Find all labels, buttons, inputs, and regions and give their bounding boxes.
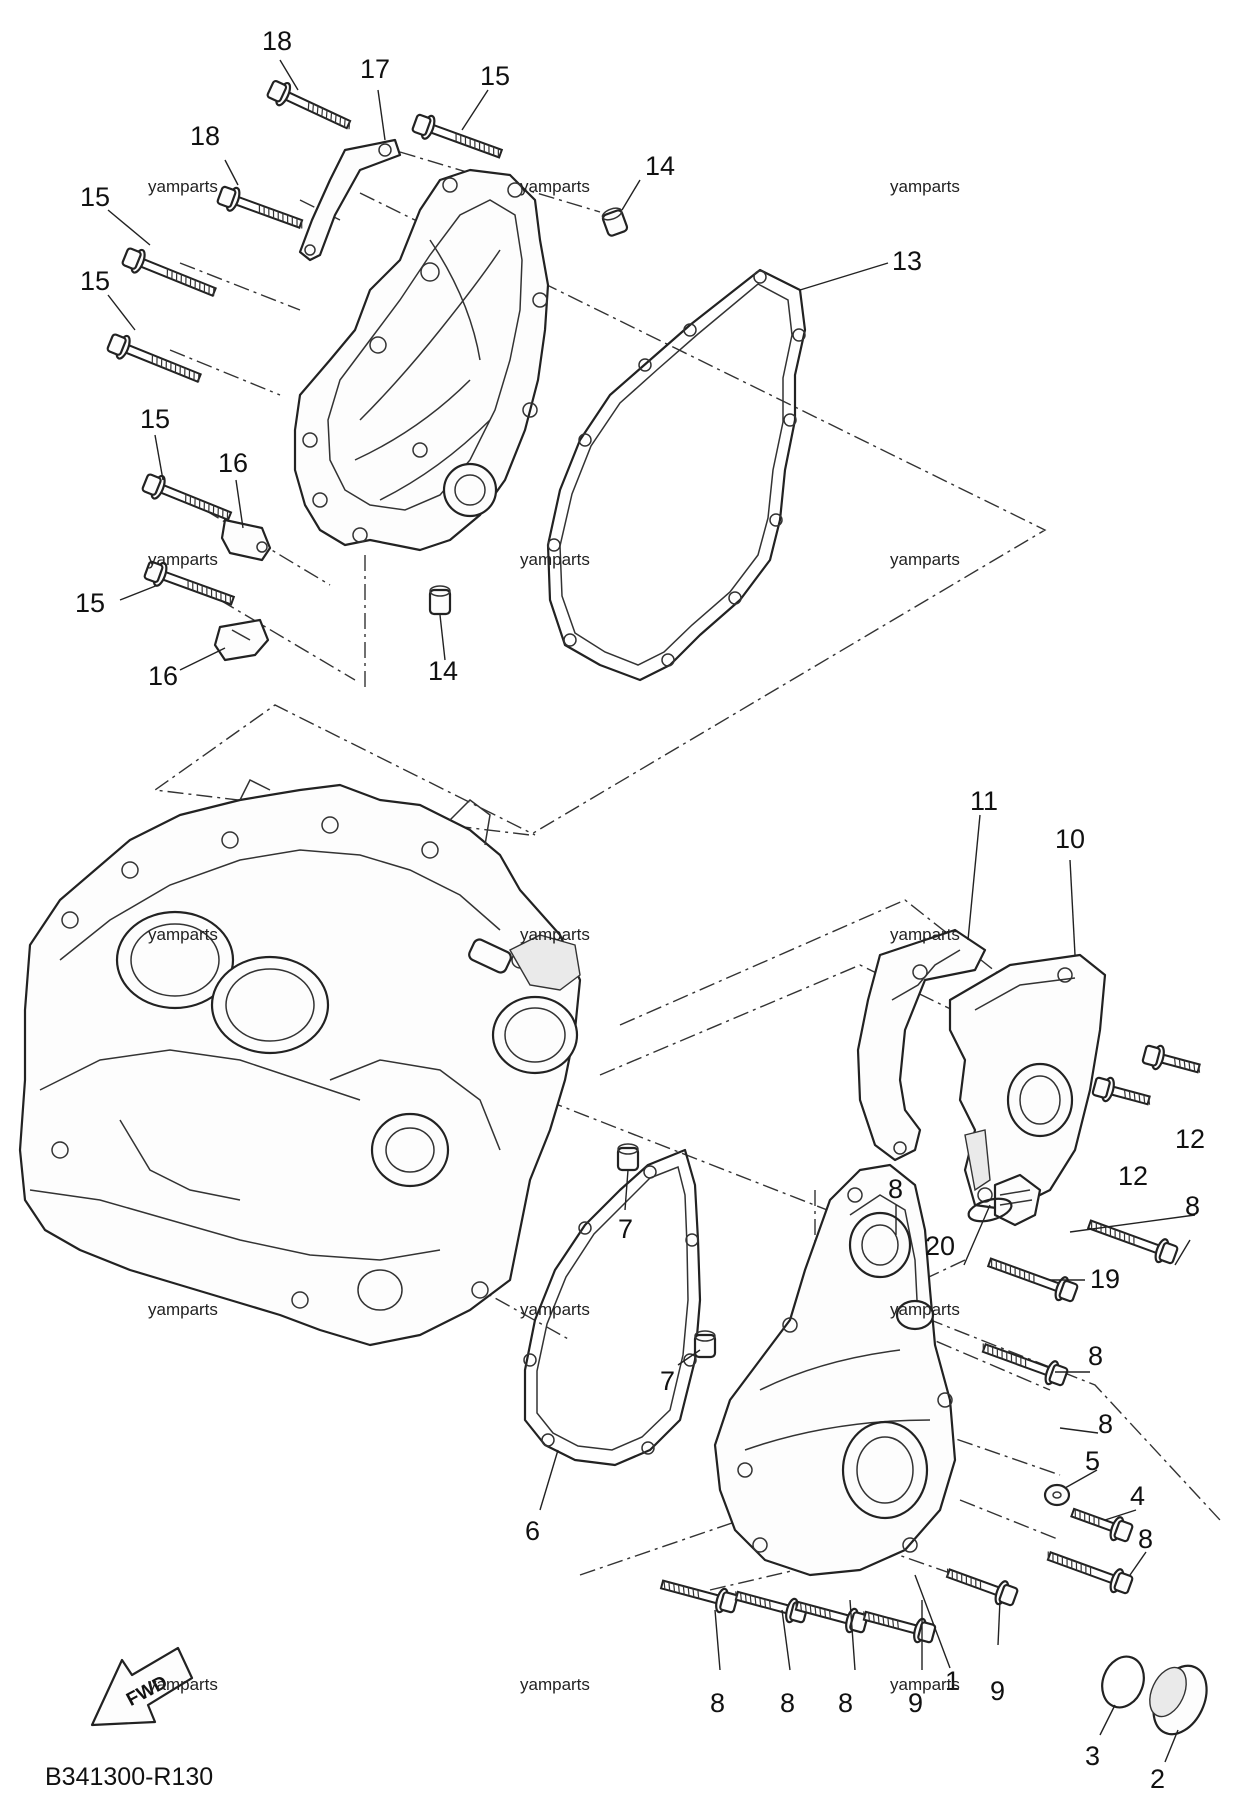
callout-11: 11 xyxy=(970,786,998,816)
bolt-8 xyxy=(1086,1219,1179,1265)
callout-15: 15 xyxy=(80,182,110,212)
generator-cover-1 xyxy=(713,1163,957,1577)
callout-10: 10 xyxy=(1055,824,1085,854)
watermark: yamparts xyxy=(148,1300,218,1319)
watermark: yamparts xyxy=(890,925,960,944)
bolt-12 xyxy=(1091,1076,1151,1106)
callout-9: 9 xyxy=(990,1676,1005,1706)
watermark: yamparts xyxy=(520,177,590,196)
callout-8: 8 xyxy=(1185,1191,1200,1221)
callout-17: 17 xyxy=(360,54,390,84)
bolt-15 xyxy=(141,473,233,522)
callout-20: 20 xyxy=(925,1231,955,1261)
bolt-8 xyxy=(794,1600,869,1634)
bolt-8 xyxy=(1046,1551,1134,1595)
callout-8: 8 xyxy=(1138,1524,1153,1554)
bolt-8 xyxy=(734,1590,809,1624)
watermark: yamparts xyxy=(148,177,218,196)
callout-15: 15 xyxy=(75,588,105,618)
washer-5 xyxy=(1043,1483,1071,1507)
callout-15: 15 xyxy=(480,61,510,91)
callout-8: 8 xyxy=(710,1688,725,1718)
callout-8: 8 xyxy=(1088,1341,1103,1371)
dowel-pins-7 xyxy=(616,1143,717,1359)
callout-15: 15 xyxy=(140,404,170,434)
callout-4: 4 xyxy=(1130,1481,1145,1511)
callout-15: 15 xyxy=(80,266,110,296)
callout-1: 1 xyxy=(945,1666,960,1696)
crankcase-block xyxy=(18,778,582,1347)
clamps-16 xyxy=(213,518,272,662)
sprocket-cover-10 xyxy=(948,953,1107,1212)
callout-8: 8 xyxy=(780,1688,795,1718)
watermark: yamparts xyxy=(520,925,590,944)
bolt-8 xyxy=(986,1257,1079,1303)
upper-crankcase-cover xyxy=(293,168,550,552)
watermark: yamparts xyxy=(890,1675,960,1694)
callout-numbers: 18 17 15 18 15 15 15 16 15 16 14 14 13 1… xyxy=(75,26,1205,1794)
callout-2: 2 xyxy=(1150,1764,1165,1794)
callout-8: 8 xyxy=(888,1174,903,1204)
callout-19: 19 xyxy=(1090,1264,1120,1294)
watermark: yamparts xyxy=(890,550,960,569)
callout-8: 8 xyxy=(1098,1409,1113,1439)
callout-7: 7 xyxy=(618,1214,633,1244)
callout-5: 5 xyxy=(1085,1446,1100,1476)
bracket-17 xyxy=(298,138,402,262)
bolt-18 xyxy=(216,185,304,229)
callout-18: 18 xyxy=(262,26,292,56)
plug-2 xyxy=(1149,1664,1208,1736)
callout-9: 9 xyxy=(908,1688,923,1718)
callout-3: 3 xyxy=(1085,1741,1100,1771)
gasket-13 xyxy=(546,268,807,682)
o-ring-20 xyxy=(967,1197,1013,1223)
chain-guide-11 xyxy=(856,928,987,1162)
callout-16: 16 xyxy=(218,448,248,478)
watermark: yamparts xyxy=(148,550,218,569)
bolt-8 xyxy=(659,1579,739,1614)
bolt-18 xyxy=(266,79,352,130)
bolt-15 xyxy=(106,333,202,383)
watermark: yamparts xyxy=(890,177,960,196)
o-ring-3 xyxy=(1101,1655,1145,1709)
bolt-8 xyxy=(981,1343,1069,1387)
watermark: yamparts xyxy=(890,1300,960,1319)
watermark: yamparts xyxy=(148,1675,218,1694)
callout-18: 18 xyxy=(190,121,220,151)
callout-12: 12 xyxy=(1175,1124,1205,1154)
callout-12: 12 xyxy=(1118,1161,1148,1191)
callout-16: 16 xyxy=(148,661,178,691)
bolt-9 xyxy=(945,1568,1019,1607)
dowel-pins-14 xyxy=(428,207,629,616)
watermark: yamparts xyxy=(520,1675,590,1694)
callout-14: 14 xyxy=(428,656,458,686)
callout-7: 7 xyxy=(660,1366,675,1396)
callout-8: 8 xyxy=(838,1688,853,1718)
callout-leaders xyxy=(107,59,1196,1763)
bolt-4 xyxy=(1070,1507,1134,1543)
bolt-12 xyxy=(1141,1044,1201,1074)
drawing-code: B341300-R130 xyxy=(45,1763,213,1791)
bolt-15 xyxy=(143,560,236,606)
bolt-15 xyxy=(121,247,217,297)
callout-6: 6 xyxy=(525,1516,540,1546)
bolt-15 xyxy=(411,113,504,159)
bolt-9 xyxy=(862,1610,937,1644)
callout-13: 13 xyxy=(892,246,922,276)
gasket-6 xyxy=(523,1148,702,1467)
watermark: yamparts xyxy=(520,1300,590,1319)
callout-14: 14 xyxy=(645,151,675,181)
watermark: yamparts xyxy=(520,550,590,569)
watermarks: yamparts yamparts yamparts yamparts yamp… xyxy=(148,177,960,1694)
watermark: yamparts xyxy=(148,925,218,944)
